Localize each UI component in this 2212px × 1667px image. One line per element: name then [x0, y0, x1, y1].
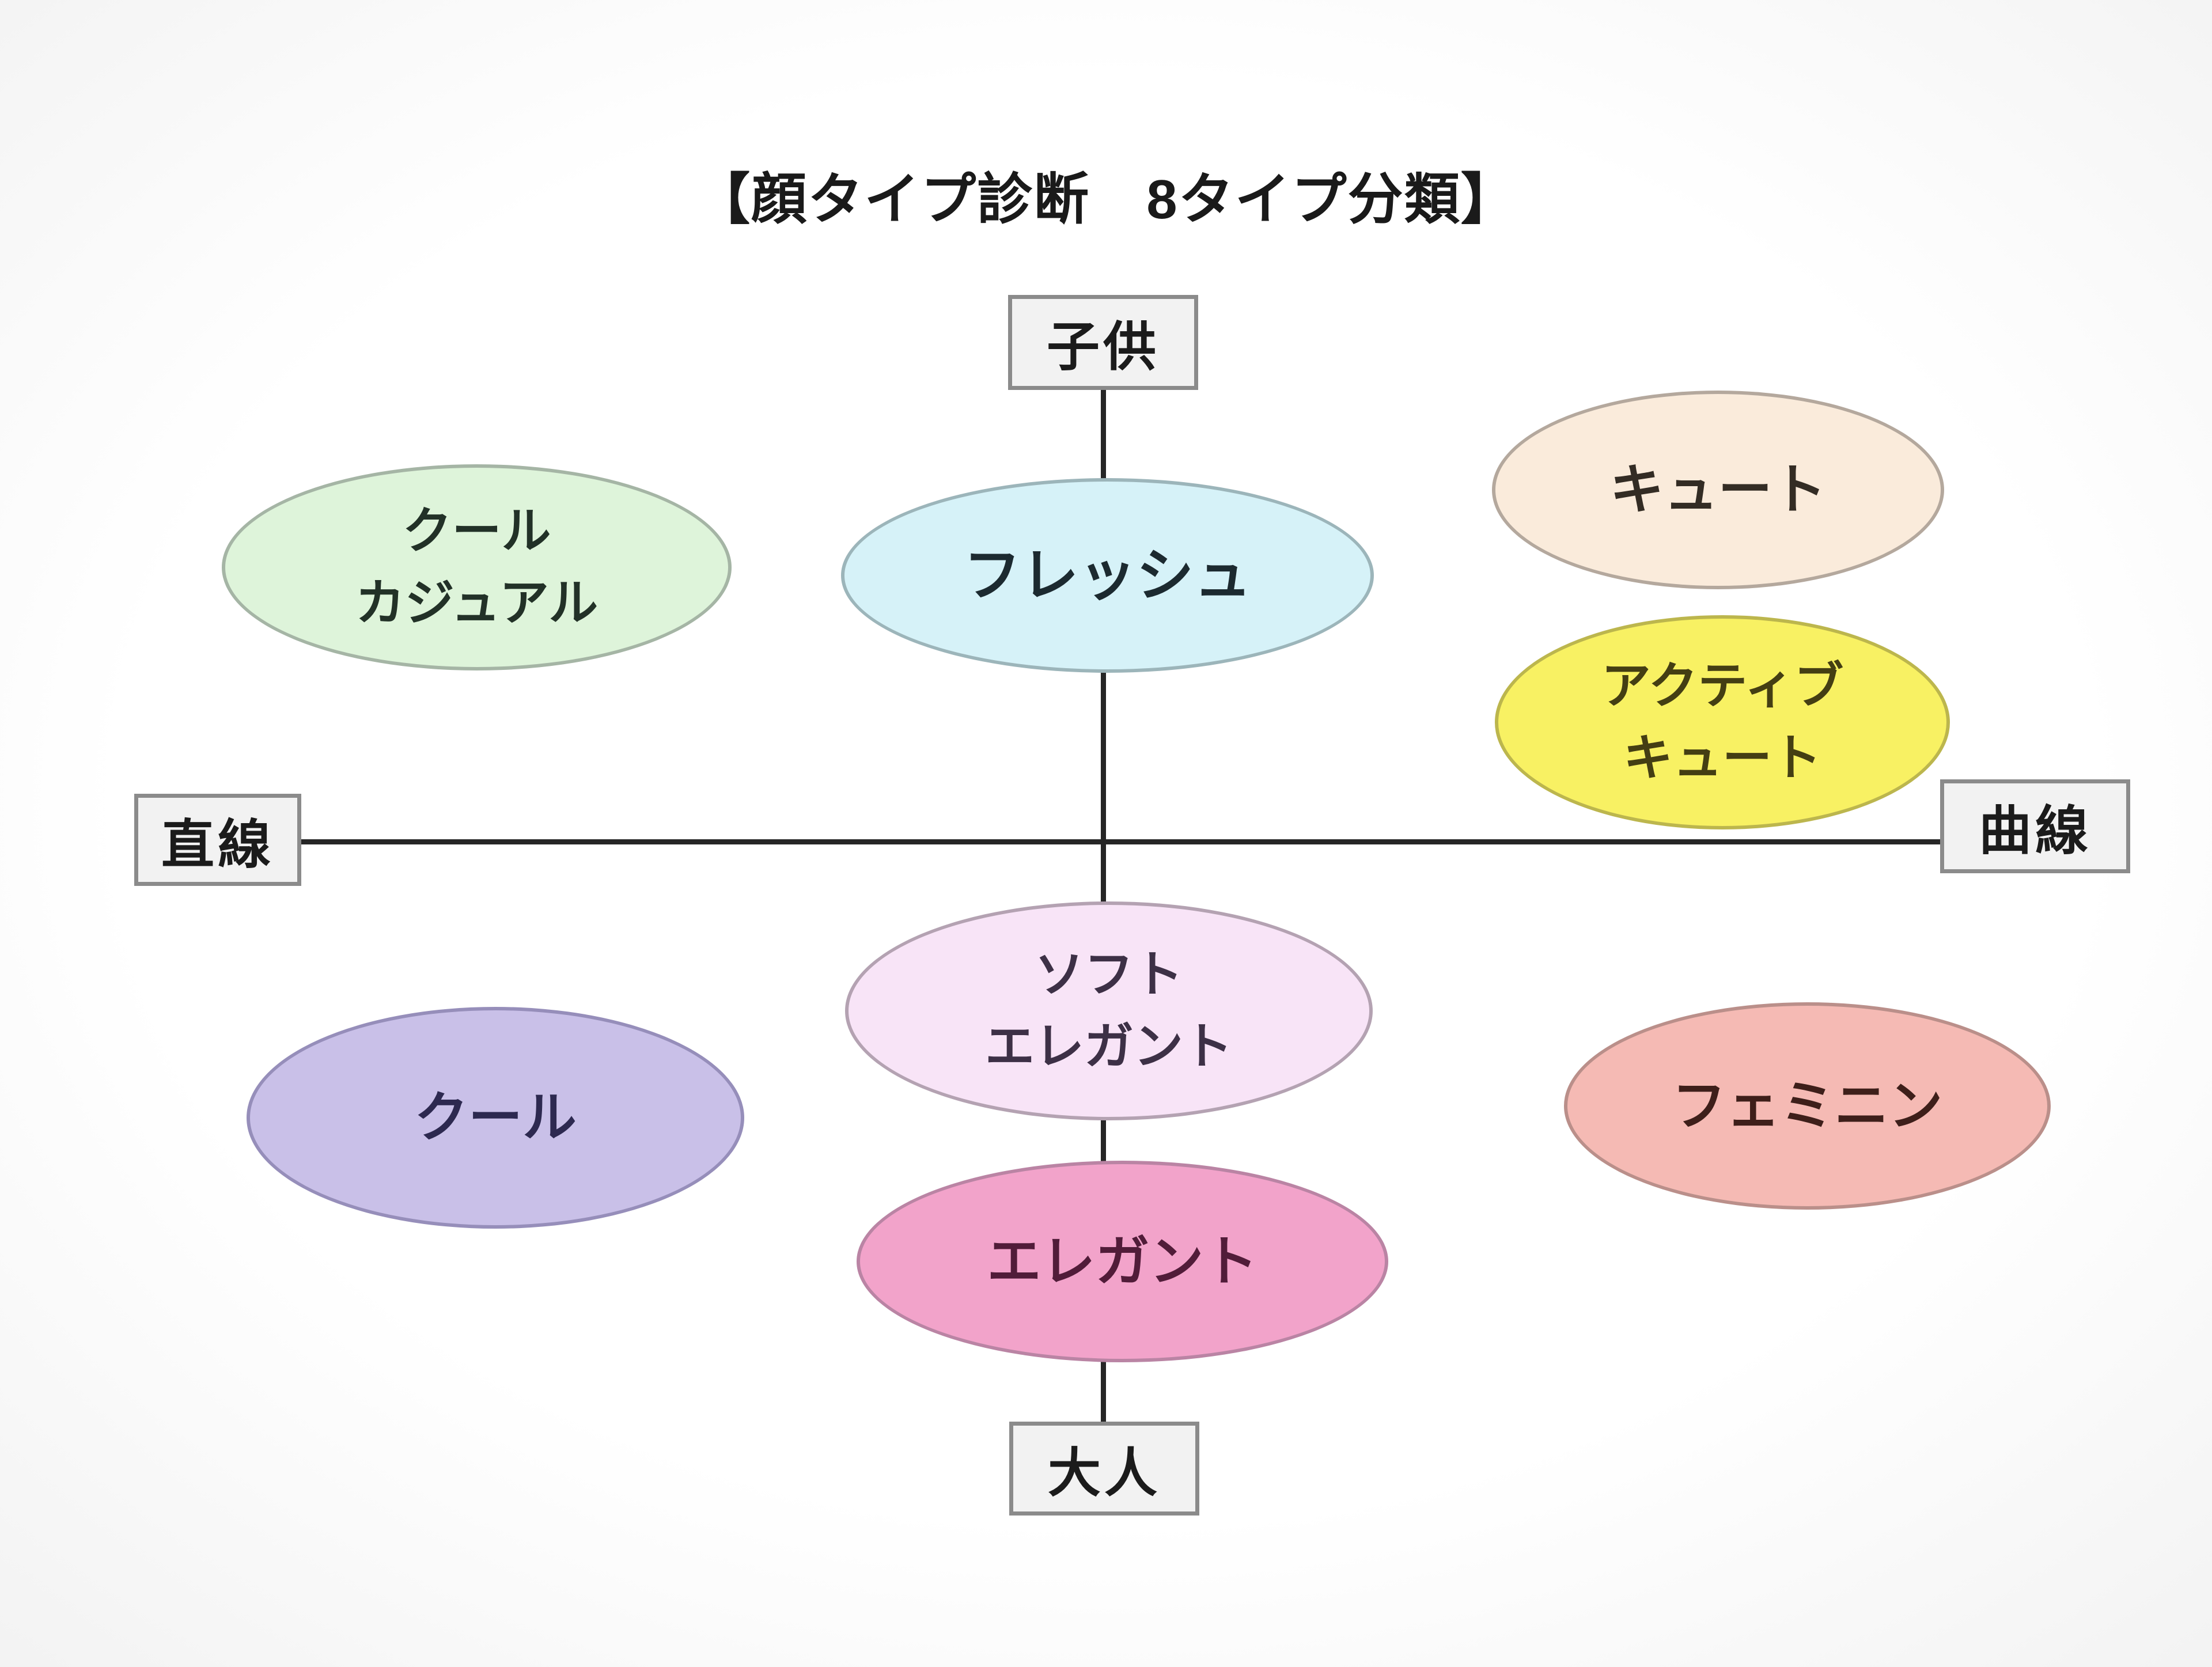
- type-label-line: カジュアル: [355, 575, 599, 631]
- type-ellipse-fresh: フレッシュ: [841, 478, 1374, 673]
- axis-label-straight: 直線: [161, 815, 274, 874]
- type-ellipse-cool-casual: クール カジュアル: [222, 464, 732, 670]
- vertical-axis-segment-middle: [1101, 668, 1106, 902]
- type-label-line: エレガント: [987, 1230, 1258, 1291]
- axis-box-curved: 曲線: [1940, 779, 2130, 873]
- type-ellipse-cool: クール: [247, 1007, 744, 1229]
- type-label-line: フェミニン: [1672, 1075, 1943, 1136]
- axis-label-adult: 大人: [1047, 1444, 1161, 1503]
- vertical-axis-segment-lower: [1101, 1119, 1106, 1163]
- type-label-line: アクティブ: [1601, 658, 1844, 714]
- type-ellipse-elegant: エレガント: [857, 1161, 1388, 1362]
- type-ellipse-active-cute: アクティブ キュート: [1495, 615, 1950, 829]
- type-label-line: エレガント: [985, 1019, 1233, 1074]
- axis-box-adult: 大人: [1009, 1422, 1199, 1516]
- type-ellipse-feminine: フェミニン: [1564, 1002, 2051, 1210]
- vertical-axis-segment-bottom: [1101, 1361, 1106, 1422]
- type-ellipse-soft-elegant: ソフト エレガント: [845, 901, 1373, 1120]
- type-label-line: クール: [414, 1087, 577, 1148]
- type-ellipse-cute: キュート: [1492, 391, 1944, 589]
- axis-label-child: 子供: [1046, 318, 1160, 377]
- type-label-line: ソフト: [1035, 947, 1183, 1003]
- axis-label-curved: 曲線: [1978, 802, 2092, 861]
- vertical-axis-segment-top: [1101, 390, 1106, 479]
- type-label-line: キュート: [1609, 459, 1827, 520]
- horizontal-axis-line: [300, 839, 1940, 844]
- page-title: 【顔タイプ診断 8タイプ分類】: [695, 169, 1517, 230]
- type-label-line: フレッシュ: [963, 543, 1252, 608]
- type-label-line: クール: [402, 503, 551, 559]
- type-label-line: キュート: [1623, 730, 1821, 786]
- axis-box-child: 子供: [1008, 295, 1198, 390]
- axis-box-straight: 直線: [134, 794, 301, 886]
